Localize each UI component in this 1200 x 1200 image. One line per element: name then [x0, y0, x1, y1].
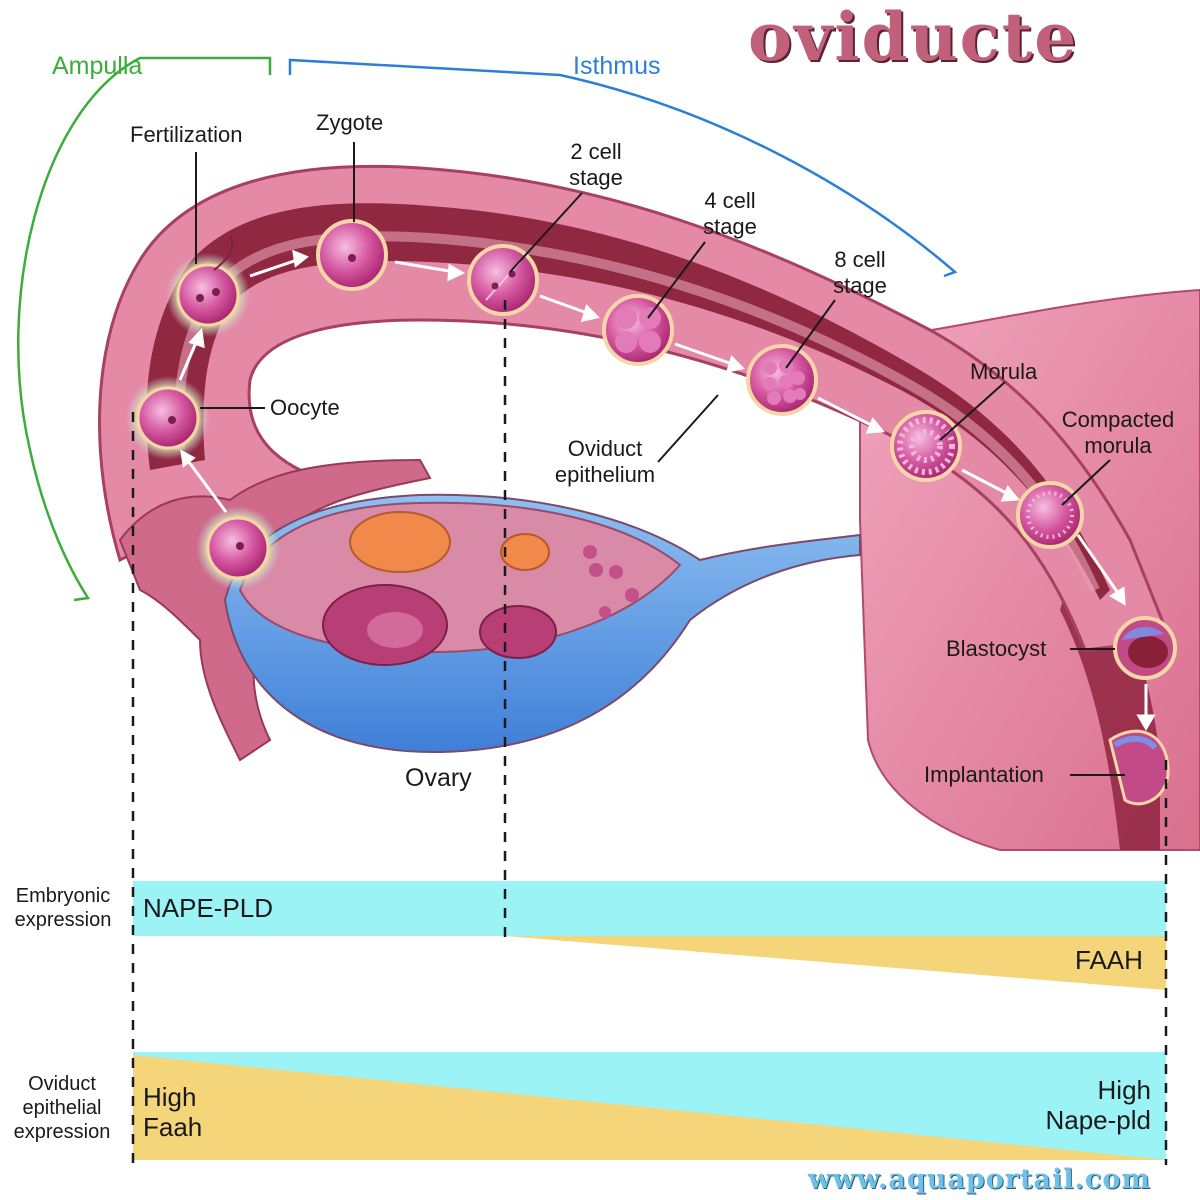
migration-arrows: [178, 249, 1156, 731]
ovary-label: Ovary: [405, 764, 472, 792]
oocyte-cell: [126, 376, 210, 460]
four-cell-label-line1: 4 cell: [704, 188, 756, 213]
eight-cell-label-line1: 8 cell: [834, 247, 886, 272]
eight-cell-label: 8 cell stage: [820, 247, 900, 299]
high-nape-pld-line2: Nape-pld: [1045, 1105, 1151, 1135]
implantation-site: [1108, 729, 1170, 806]
morula-cell: [890, 410, 962, 482]
oocyte-label: Oocyte: [270, 395, 340, 420]
blastocyst-cell: [1113, 616, 1177, 680]
high-faah-line2: Faah: [143, 1112, 203, 1142]
follicle: [367, 612, 423, 648]
follicle: [599, 606, 611, 618]
two-cell-label: 2 cell stage: [556, 139, 636, 191]
eight-cell-label-line2: stage: [833, 273, 887, 298]
oviduct-epithelium-label: Oviduct epithelium: [540, 436, 670, 488]
oviduct-epithelium-line2: epithelium: [554, 462, 656, 487]
oviduct-lumen: [146, 203, 1111, 600]
follicle: [589, 563, 603, 577]
zygote-label: Zygote: [316, 110, 384, 135]
epithelial-row-line3: expression: [13, 1121, 111, 1143]
oocyte-cell-lower: [196, 506, 280, 590]
fertilization-cell: [166, 235, 250, 337]
high-nape-pld-label: High Nape-pld: [1020, 1075, 1151, 1135]
follicle: [500, 533, 550, 571]
faah-embryonic-wedge: [505, 936, 1166, 990]
blastocyst-label: Blastocyst: [946, 636, 1047, 661]
isthmus-bracket: [288, 58, 958, 278]
four-cell-label-line2: stage: [703, 214, 757, 239]
two-cell-stage: [467, 244, 539, 316]
leader-lines: [195, 142, 1125, 776]
epithelial-row-line2: epithelial: [22, 1097, 102, 1119]
corpus-luteum: [349, 511, 451, 573]
implantation-label: Implantation: [924, 762, 1044, 787]
high-nape-pld-line1: High: [1097, 1075, 1151, 1105]
page-title: oviducte: [748, 0, 1079, 76]
two-cell-label-line1: 2 cell: [570, 139, 622, 164]
follicle: [479, 605, 557, 659]
compacted-morula-line1: Compacted: [1061, 407, 1175, 432]
faah-label: FAAH: [1075, 945, 1143, 975]
embryonic-row-line1: Embryonic: [15, 885, 111, 907]
nape-pld-embryonic-bar: [133, 881, 1166, 936]
follicle: [609, 565, 623, 579]
four-cell-label: 4 cell stage: [690, 188, 770, 240]
zygote-cell: [316, 219, 388, 291]
ampulla-label: Ampulla: [52, 52, 143, 80]
compacted-morula-cell: [1016, 481, 1084, 549]
embryonic-row-label: Embryonic expression: [2, 884, 124, 932]
dashed-guides: [131, 300, 1168, 1165]
follicle: [625, 588, 639, 602]
faah-epithelial-wedge: [133, 1055, 1166, 1160]
isthmus-label: Isthmus: [573, 52, 661, 80]
follicle: [583, 545, 597, 559]
epithelial-row-label: Oviduct epithelial expression: [0, 1072, 124, 1144]
fertilization-label: Fertilization: [130, 122, 243, 147]
four-cell-stage: [602, 294, 674, 366]
oviduct-epithelium-line1: Oviduct: [567, 436, 643, 461]
epithelial-row-line1: Oviduct: [28, 1073, 96, 1095]
ampulla-bracket: [16, 56, 272, 602]
high-faah-line1: High: [143, 1082, 197, 1112]
two-cell-label-line2: stage: [569, 165, 623, 190]
compacted-morula-label: Compacted morula: [1048, 407, 1188, 459]
compacted-morula-line2: morula: [1084, 433, 1152, 458]
morula-label: Morula: [970, 359, 1038, 384]
nape-pld-label: NAPE-PLD: [143, 893, 274, 923]
eight-cell-stage: [746, 344, 818, 416]
embryonic-row-line2: expression: [14, 909, 112, 931]
high-faah-label: High Faah: [143, 1082, 202, 1142]
watermark: www.aquaportail.com: [808, 1164, 1151, 1195]
